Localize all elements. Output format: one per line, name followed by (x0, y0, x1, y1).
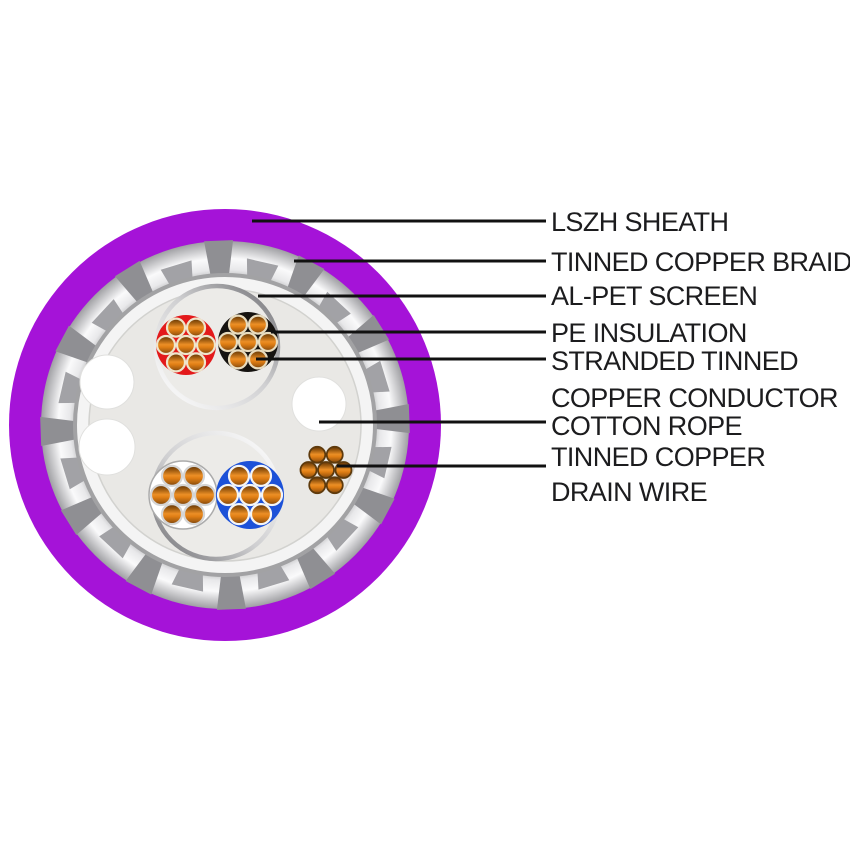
braid-segment-inner (91, 299, 124, 332)
braid-segment-inner (326, 518, 359, 551)
copper-strand (247, 314, 269, 335)
cotton-rope-circle (79, 354, 135, 410)
copper-strand (149, 483, 173, 507)
copper-strand (182, 503, 206, 526)
copper-strand (227, 464, 251, 487)
drain-wire-strand (325, 476, 344, 495)
label-tinned-copper: TINNED COPPER (551, 442, 766, 472)
label-pe-insulation: PE INSULATION (551, 318, 747, 348)
braid-segment (287, 255, 325, 298)
copper-strand (249, 503, 273, 526)
drain-wire-strand (334, 461, 353, 479)
label-cotton-rope: COTTON ROPE (551, 411, 743, 441)
label-stranded-tinned: STRANDED TINNED (551, 346, 799, 376)
braid-segment (60, 496, 103, 536)
label-copper-conductor: COPPER CONDUCTOR (551, 383, 839, 413)
label-drain-wire: DRAIN WIRE (551, 477, 708, 507)
braid-segment (296, 547, 336, 590)
copper-strand (165, 317, 187, 338)
copper-strand (160, 503, 184, 526)
drain-wire-strand (308, 476, 327, 495)
braid-segment (114, 260, 154, 303)
copper-strand (227, 314, 249, 335)
copper-strand (175, 334, 197, 356)
copper-strand (185, 352, 207, 373)
drain-wire-strand (317, 461, 335, 479)
braid-segment (347, 314, 390, 354)
copper-strand (195, 334, 217, 356)
copper-strand (155, 334, 177, 356)
braid-segment (374, 404, 410, 434)
copper-strand (165, 352, 187, 373)
copper-strand (182, 464, 206, 487)
braid-segment (125, 552, 163, 595)
copper-strand (193, 483, 217, 507)
drain-wire-strand (325, 445, 344, 464)
label-lszh-sheath: LSZH SHEATH (551, 207, 729, 237)
braid-segment (204, 240, 234, 276)
copper-strand (185, 317, 207, 338)
copper-strand (237, 331, 259, 353)
copper-strand (249, 464, 273, 487)
braid-segment (216, 574, 246, 610)
braid-segment-inner (99, 526, 132, 559)
drain-wire-strand (308, 445, 327, 464)
copper-strand (217, 331, 239, 353)
label-tinned-copper-braid: TINNED COPPER BRAID (551, 247, 850, 277)
copper-strand (227, 503, 251, 526)
copper-strand (216, 483, 240, 507)
braid-segment (352, 487, 395, 525)
braid-segment-inner (318, 291, 351, 324)
cotton-rope-circle (78, 418, 136, 476)
braid-segment (55, 325, 98, 363)
label-al-pet-screen: AL-PET SCREEN (551, 281, 758, 311)
copper-strand (227, 349, 249, 370)
copper-strand (260, 483, 284, 507)
braid-segment (40, 416, 76, 446)
copper-strand (160, 464, 184, 487)
copper-strand (238, 483, 262, 507)
copper-strand (257, 331, 279, 353)
drain-wire-strand (299, 461, 318, 479)
cotton-rope-circle (291, 376, 347, 432)
copper-strand (171, 483, 195, 507)
